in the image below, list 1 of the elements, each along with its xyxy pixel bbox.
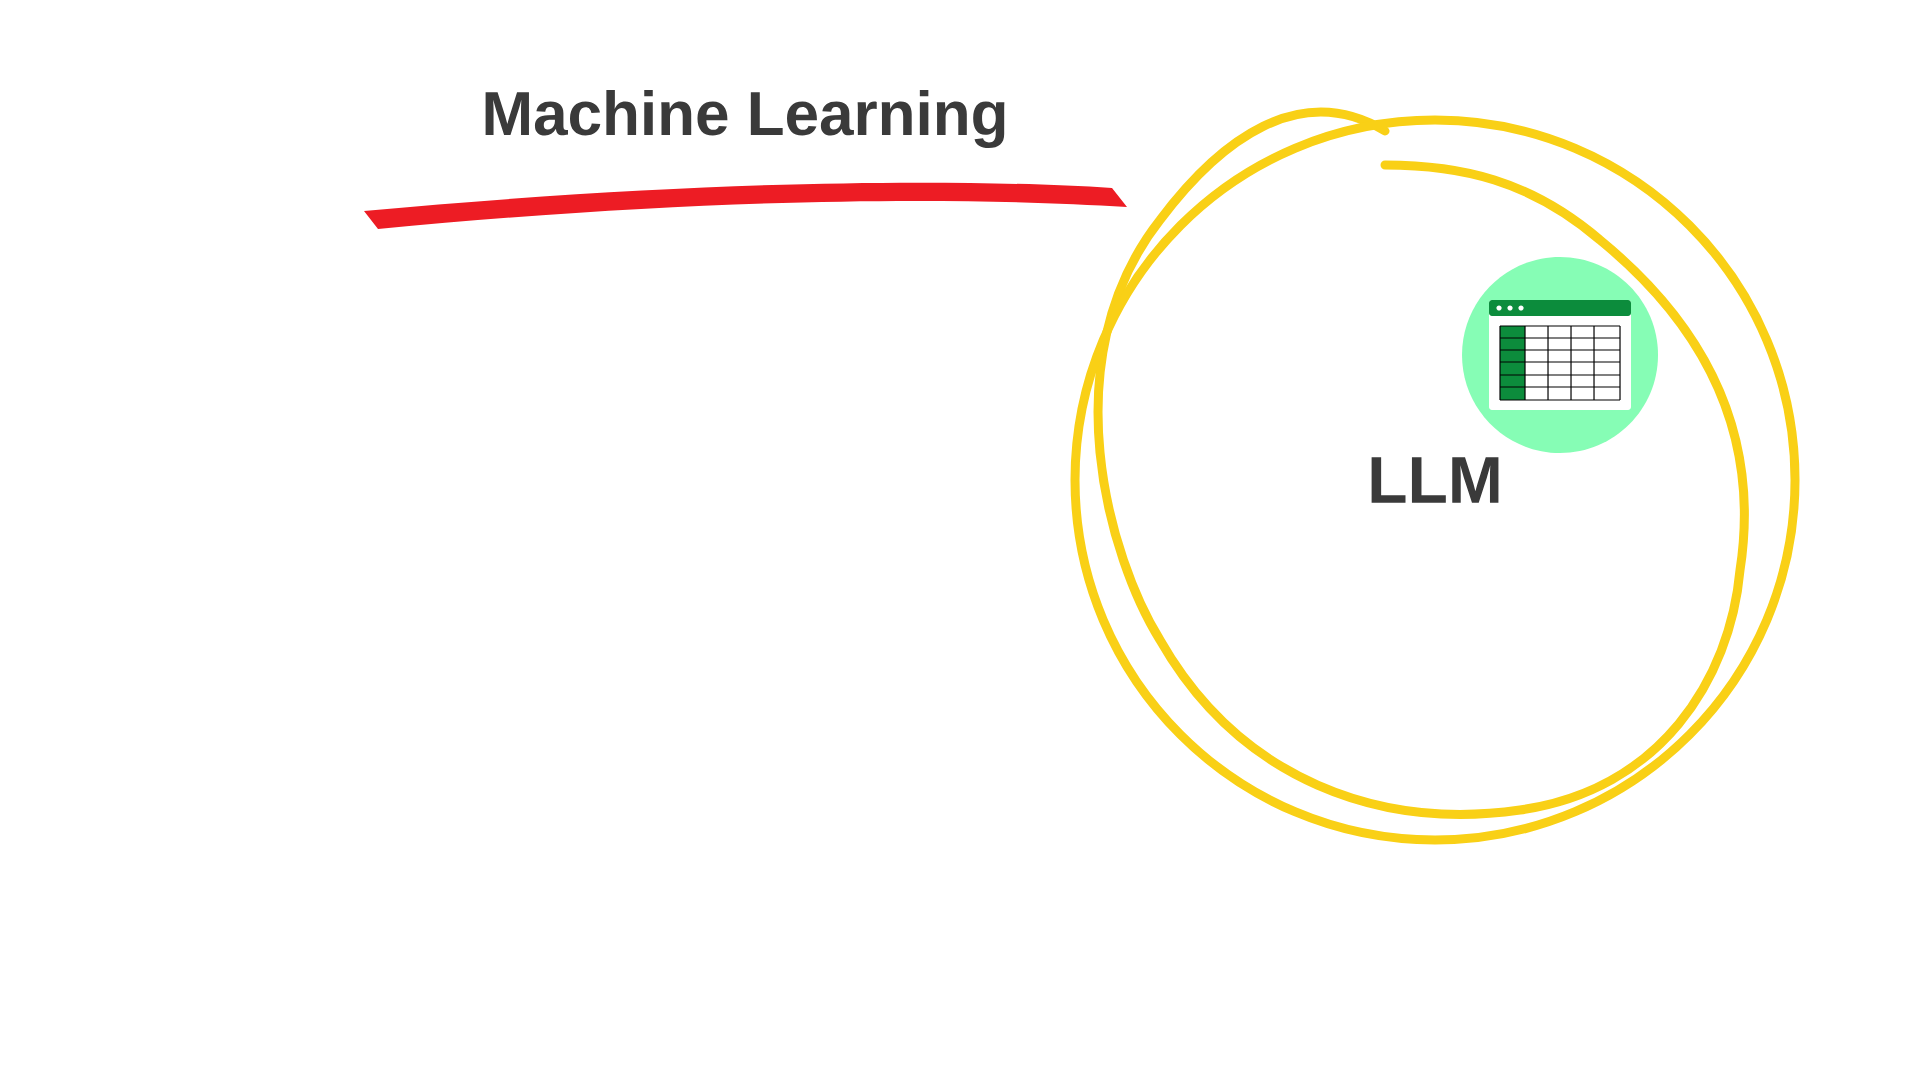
circle-outline: LLM [1070, 107, 1800, 845]
